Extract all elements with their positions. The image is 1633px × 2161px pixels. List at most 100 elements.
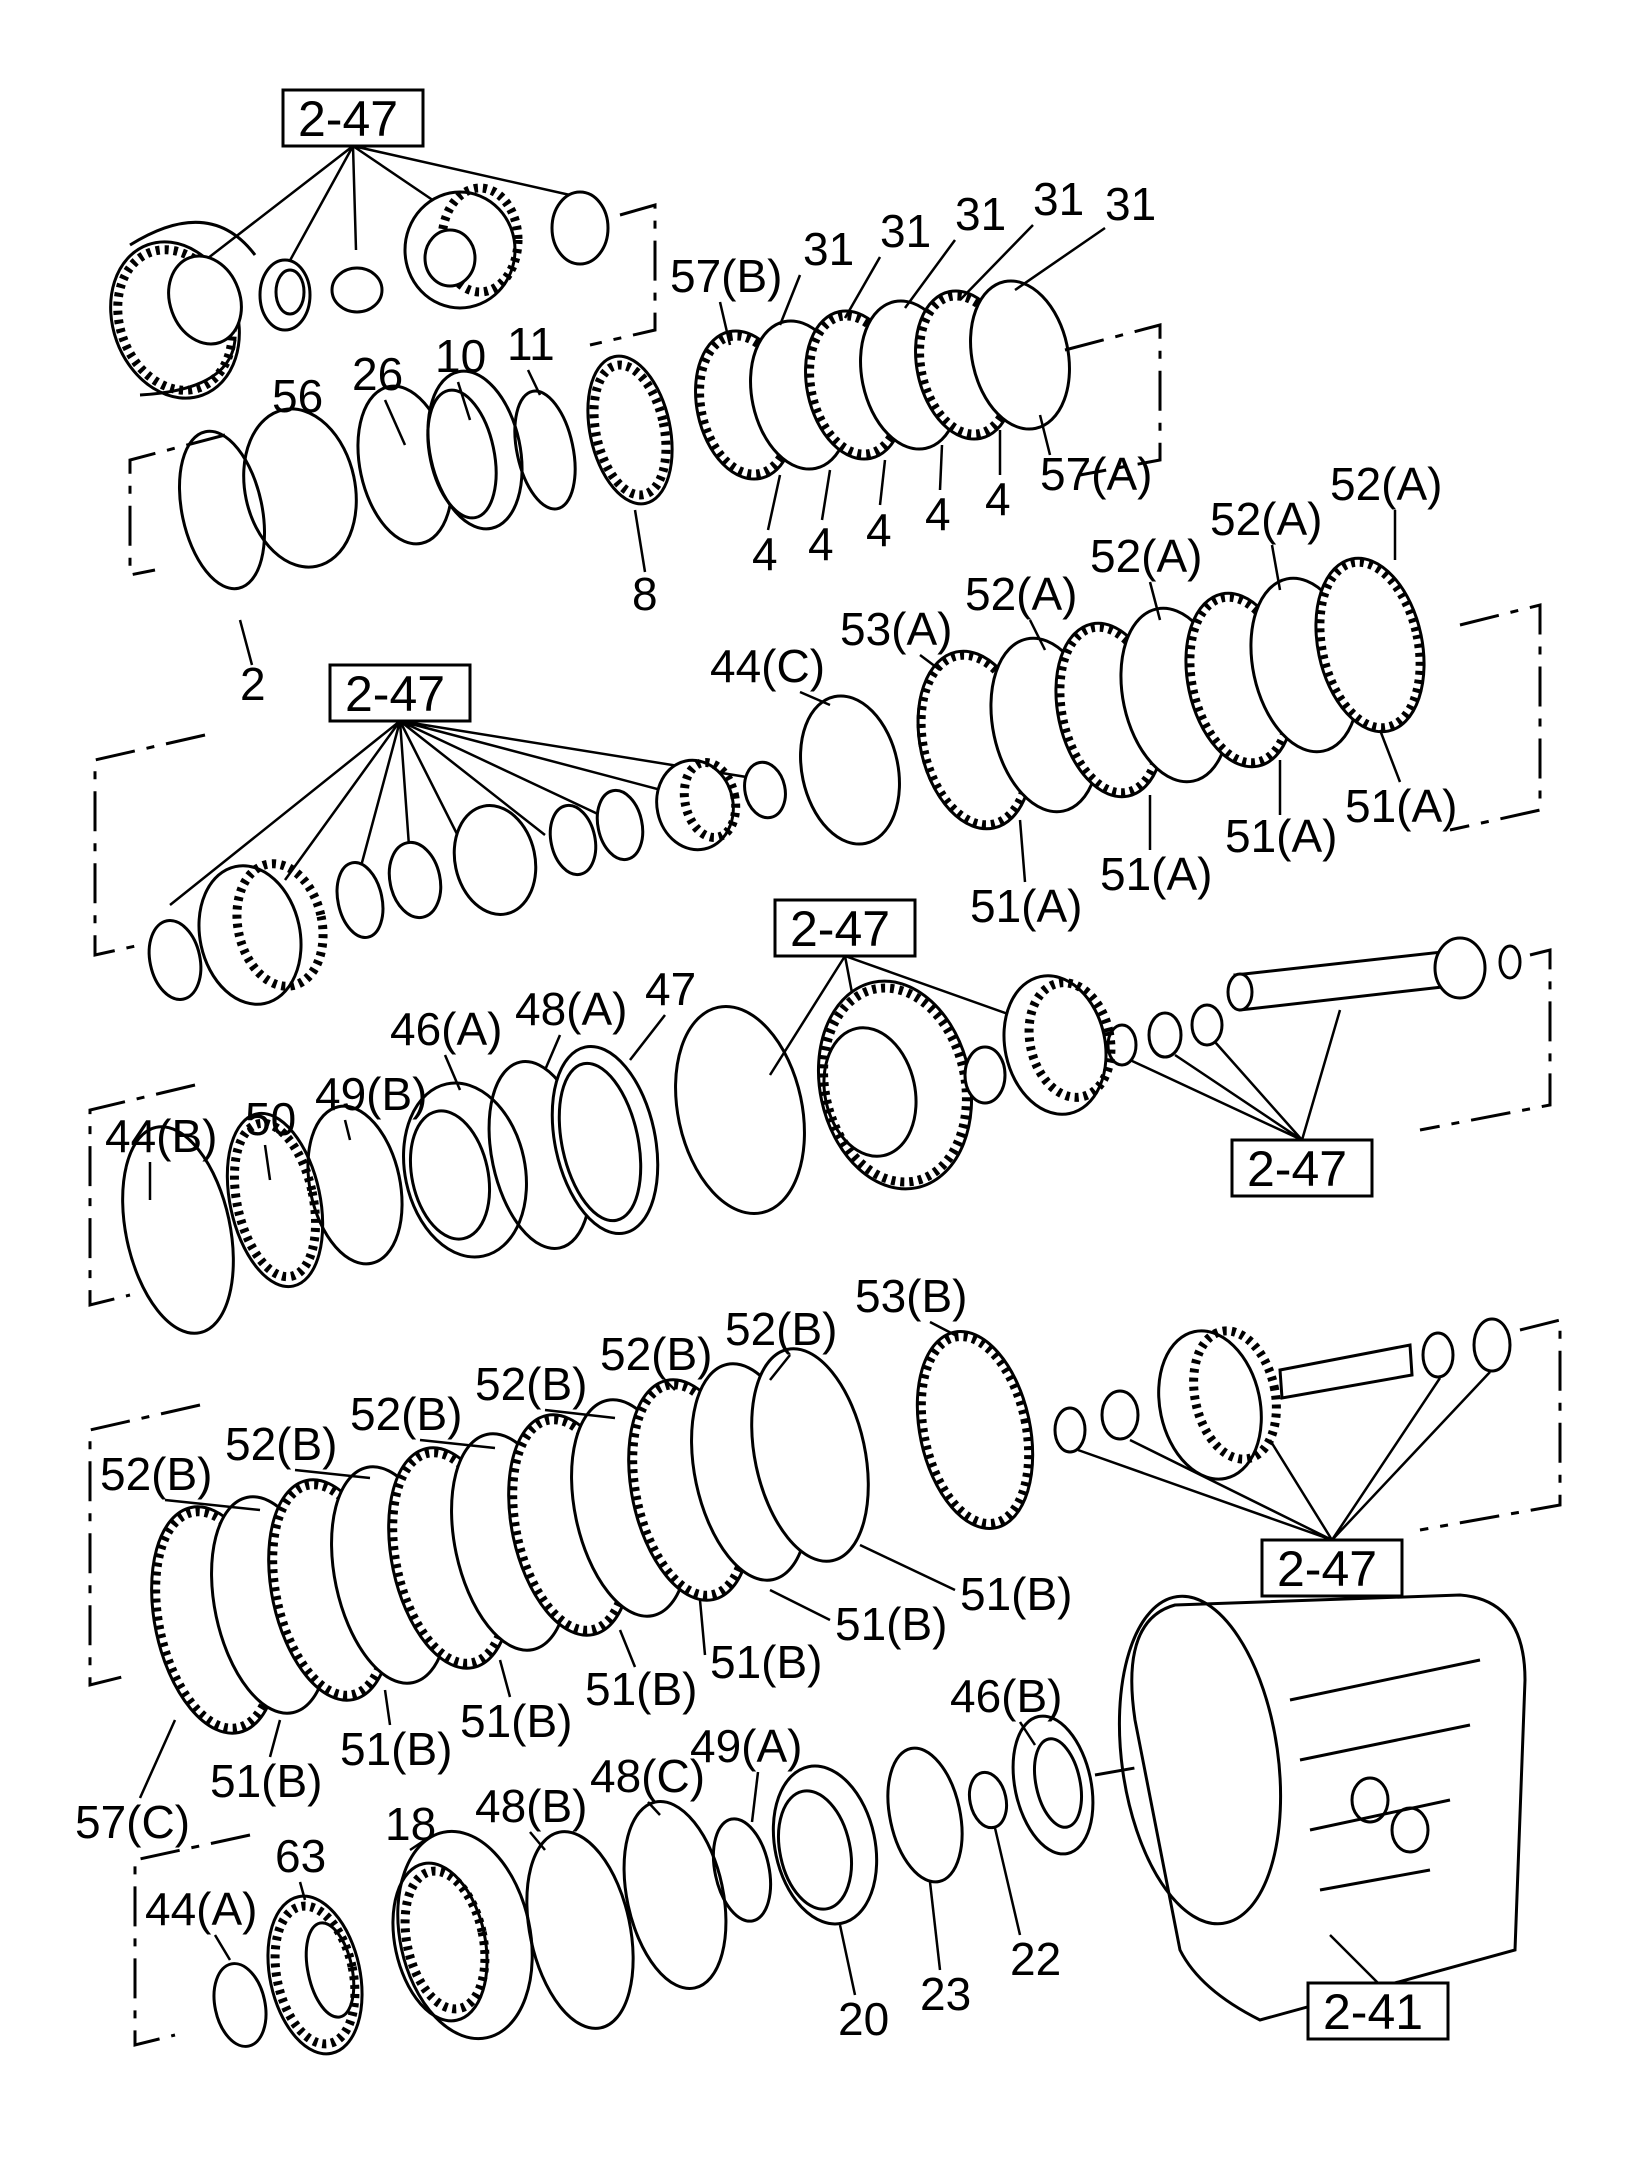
seal-49a xyxy=(711,1817,773,1923)
thrust-washer xyxy=(330,266,384,314)
transmission-case xyxy=(1117,1593,1527,2022)
label-57b: 57(B) xyxy=(670,250,782,302)
label-52a-2: 52(A) xyxy=(1090,530,1202,582)
seal-23 xyxy=(886,1746,964,1884)
ref-label-row4: 2-47 xyxy=(1277,1541,1377,1597)
ref-box-row2[interactable] xyxy=(328,663,472,723)
label-52a-3: 52(A) xyxy=(1210,493,1322,545)
washer-b xyxy=(1147,1011,1183,1059)
label-51b-7: 51(B) xyxy=(960,1568,1072,1620)
label-23: 23 xyxy=(920,1968,971,2020)
label-52b-4: 52(B) xyxy=(475,1358,587,1410)
bearing-row4 xyxy=(1100,1389,1140,1441)
row1-group: 2-47 2 56 26 xyxy=(109,88,1162,710)
row4-dash-right xyxy=(1419,1318,1562,1532)
ref-box-row3-top[interactable] xyxy=(773,898,917,958)
ref-label-row2: 2-47 xyxy=(345,666,445,722)
label-8: 8 xyxy=(632,568,658,620)
clutch-drum-row3 xyxy=(816,979,974,1191)
label-44b: 44(B) xyxy=(105,1110,217,1162)
label-51b-4: 51(B) xyxy=(585,1663,697,1715)
label-18: 18 xyxy=(385,1798,436,1850)
ref-label-row3-top: 2-47 xyxy=(790,901,890,957)
label-52a-4: 52(A) xyxy=(1330,458,1442,510)
label-31-5: 31 xyxy=(1105,178,1156,230)
input-shaft-carrier xyxy=(1157,1326,1414,1481)
label-53b: 53(B) xyxy=(855,1270,967,1322)
row4-group: 2-47 53(B) 52(B) 52(B) 52(B) 52(B) 52(B)… xyxy=(75,1270,1562,1848)
bearing-row4-b xyxy=(1472,1317,1512,1373)
washer-row4-b xyxy=(1421,1331,1455,1379)
label-51b-3: 51(B) xyxy=(460,1695,572,1747)
label-4-2: 4 xyxy=(808,518,834,570)
snap-ring-44b xyxy=(121,1125,235,1335)
label-46b: 46(B) xyxy=(950,1670,1062,1722)
row1-dash-far-right xyxy=(1064,323,1162,477)
seal-48c xyxy=(622,1800,728,1990)
planet-carrier xyxy=(403,183,523,310)
housing-47 xyxy=(550,1044,660,1236)
label-48b: 48(B) xyxy=(475,1780,587,1832)
row3-dash-left xyxy=(88,1083,196,1307)
ring-56 xyxy=(242,407,358,569)
label-51a-2: 51(A) xyxy=(1100,848,1212,900)
label-4-3: 4 xyxy=(866,504,892,556)
label-53a: 53(A) xyxy=(840,603,952,655)
seal-22 xyxy=(967,1770,1009,1830)
label-51b-6: 51(B) xyxy=(835,1598,947,1650)
row5-group: 2-41 44(A) 63 18 48(B) 48(C) 49(A) 46(B)… xyxy=(133,1593,1527,2056)
label-57a: 57(A) xyxy=(1040,448,1152,500)
label-31-4: 31 xyxy=(1033,173,1084,225)
seal-48b xyxy=(525,1830,635,2030)
row3-dash-right xyxy=(1419,948,1552,1132)
row1-dash-left xyxy=(128,433,226,577)
piston-20 xyxy=(771,1764,879,1926)
piston-46a xyxy=(402,1081,528,1259)
seal-11 xyxy=(513,389,577,511)
row2-group: 2-47 44(C) 53(A) xyxy=(93,458,1542,1006)
label-51a-1: 51(A) xyxy=(970,880,1082,932)
label-49b: 49(B) xyxy=(315,1068,427,1120)
label-44c: 44(C) xyxy=(710,640,825,692)
label-52b-3: 52(B) xyxy=(350,1388,462,1440)
label-44a: 44(A) xyxy=(145,1883,257,1935)
ref-top-leaders xyxy=(189,144,571,276)
output-shaft xyxy=(1226,936,1522,1012)
row4-dash-left xyxy=(88,1403,201,1687)
label-48c: 48(C) xyxy=(590,1750,705,1802)
clutch-pack-4 xyxy=(150,1330,1035,1735)
ref-label-row5: 2-41 xyxy=(1323,1984,1423,2040)
row2-dash-left xyxy=(93,733,206,957)
clutch-pack-2 xyxy=(916,556,1426,831)
drum-18 xyxy=(391,1829,534,2041)
label-63: 63 xyxy=(275,1830,326,1882)
sun-gear-shell xyxy=(963,974,1116,1116)
row2-dash-right xyxy=(1449,603,1542,832)
label-46a: 46(A) xyxy=(390,1003,502,1055)
label-52a-1: 52(A) xyxy=(965,568,1077,620)
label-31-2: 31 xyxy=(880,205,931,257)
label-4-5: 4 xyxy=(985,473,1011,525)
label-26: 26 xyxy=(352,348,403,400)
label-47: 47 xyxy=(645,963,696,1015)
snap-ring-44a xyxy=(212,1962,268,2048)
washer-row4-a xyxy=(1053,1406,1087,1454)
label-52b-6: 52(B) xyxy=(725,1303,837,1355)
row1-dash-right xyxy=(589,203,657,347)
label-51a-4: 51(A) xyxy=(1345,780,1457,832)
sprag-assembly xyxy=(655,758,735,852)
label-4-1: 4 xyxy=(752,528,778,580)
label-51b-5: 51(B) xyxy=(710,1636,822,1688)
ref-box-row4[interactable] xyxy=(1260,1538,1404,1598)
snap-ring-2 xyxy=(177,429,267,591)
label-49a: 49(A) xyxy=(690,1720,802,1772)
planetary-drum xyxy=(109,220,257,400)
label-4-4: 4 xyxy=(925,488,951,540)
spring-retainer-8 xyxy=(586,354,674,506)
label-56: 56 xyxy=(272,370,323,422)
label-48a: 48(A) xyxy=(515,983,627,1035)
label-52b-5: 52(B) xyxy=(600,1328,712,1380)
label-52b-1: 52(B) xyxy=(100,1448,212,1500)
ref-box-top[interactable] xyxy=(281,88,425,148)
